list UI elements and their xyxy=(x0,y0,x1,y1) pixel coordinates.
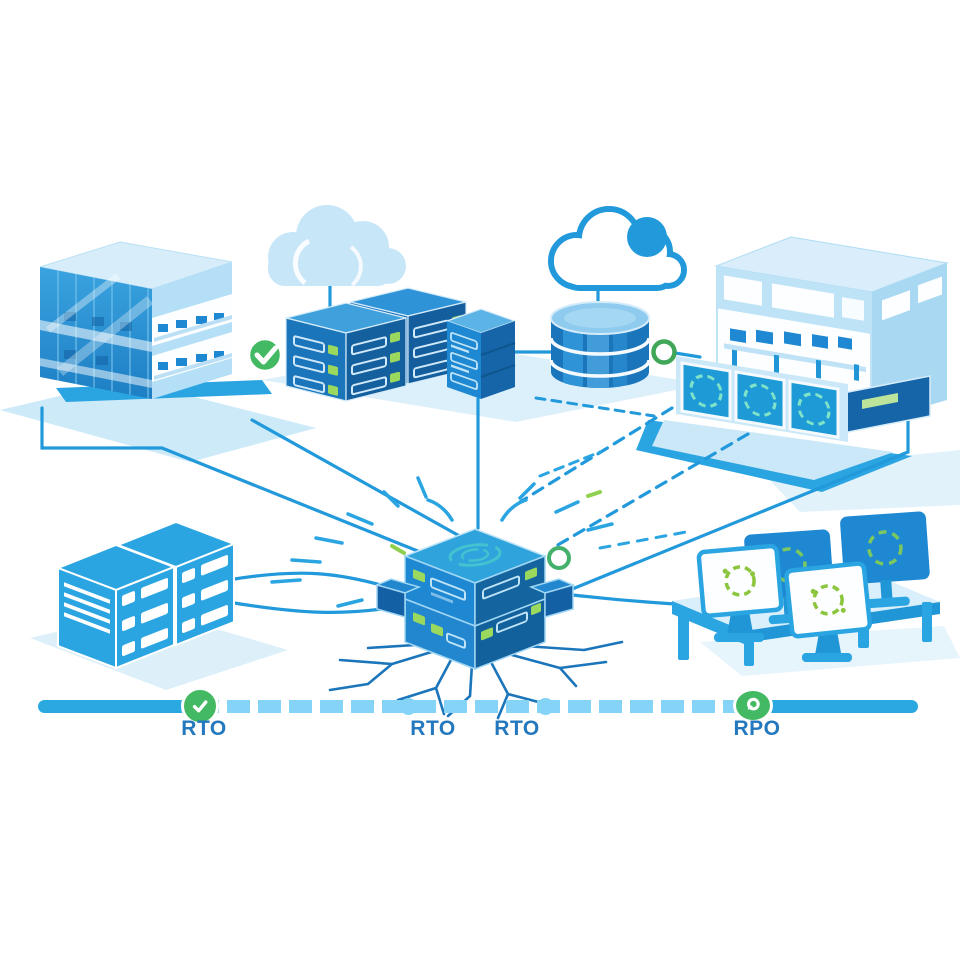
right-platform-to-node-line xyxy=(563,416,910,594)
database-cylinder xyxy=(549,301,651,388)
recovery-workstations xyxy=(672,511,940,666)
checkmark-badge xyxy=(247,337,283,373)
status-ring-icon xyxy=(547,546,571,570)
replication-dashed-line-2 xyxy=(554,432,750,548)
swirl-icon xyxy=(448,543,502,567)
rack-to-node-line-2 xyxy=(226,600,404,615)
cloud-solid-lobe xyxy=(627,217,667,257)
sync-circle-icon xyxy=(867,530,903,566)
failed-datacenter-node xyxy=(270,450,688,720)
left-diagonal-line xyxy=(250,418,474,545)
backup-server-racks xyxy=(55,520,237,670)
sync-circle-icon xyxy=(812,584,844,616)
office-desk-computers xyxy=(158,313,224,370)
backup-cloud xyxy=(548,206,687,291)
right-office-building xyxy=(676,236,949,442)
left-office-building xyxy=(39,241,233,399)
monitor-front-right xyxy=(784,561,872,662)
office-desk-computers xyxy=(730,328,852,350)
impact-debris xyxy=(270,450,688,608)
monitor-front-left xyxy=(696,543,784,642)
sync-circle-icon xyxy=(724,565,756,597)
checkmark-icon xyxy=(254,345,278,365)
left-platform-to-node-line xyxy=(40,406,442,562)
replication-dashed-line xyxy=(518,406,674,504)
status-ring-icon xyxy=(651,339,677,365)
sync-panels xyxy=(680,361,840,439)
database-to-building-line xyxy=(673,351,702,359)
server-tower-front xyxy=(285,302,407,402)
sync-circle-icon xyxy=(689,374,723,408)
sync-circle-icon xyxy=(743,383,777,417)
rack-to-node-line xyxy=(226,571,400,592)
primary-cloud xyxy=(268,205,406,287)
sync-circle-icon xyxy=(797,392,831,426)
standalone-server xyxy=(445,308,517,399)
platform-dashed-edge xyxy=(534,396,656,418)
